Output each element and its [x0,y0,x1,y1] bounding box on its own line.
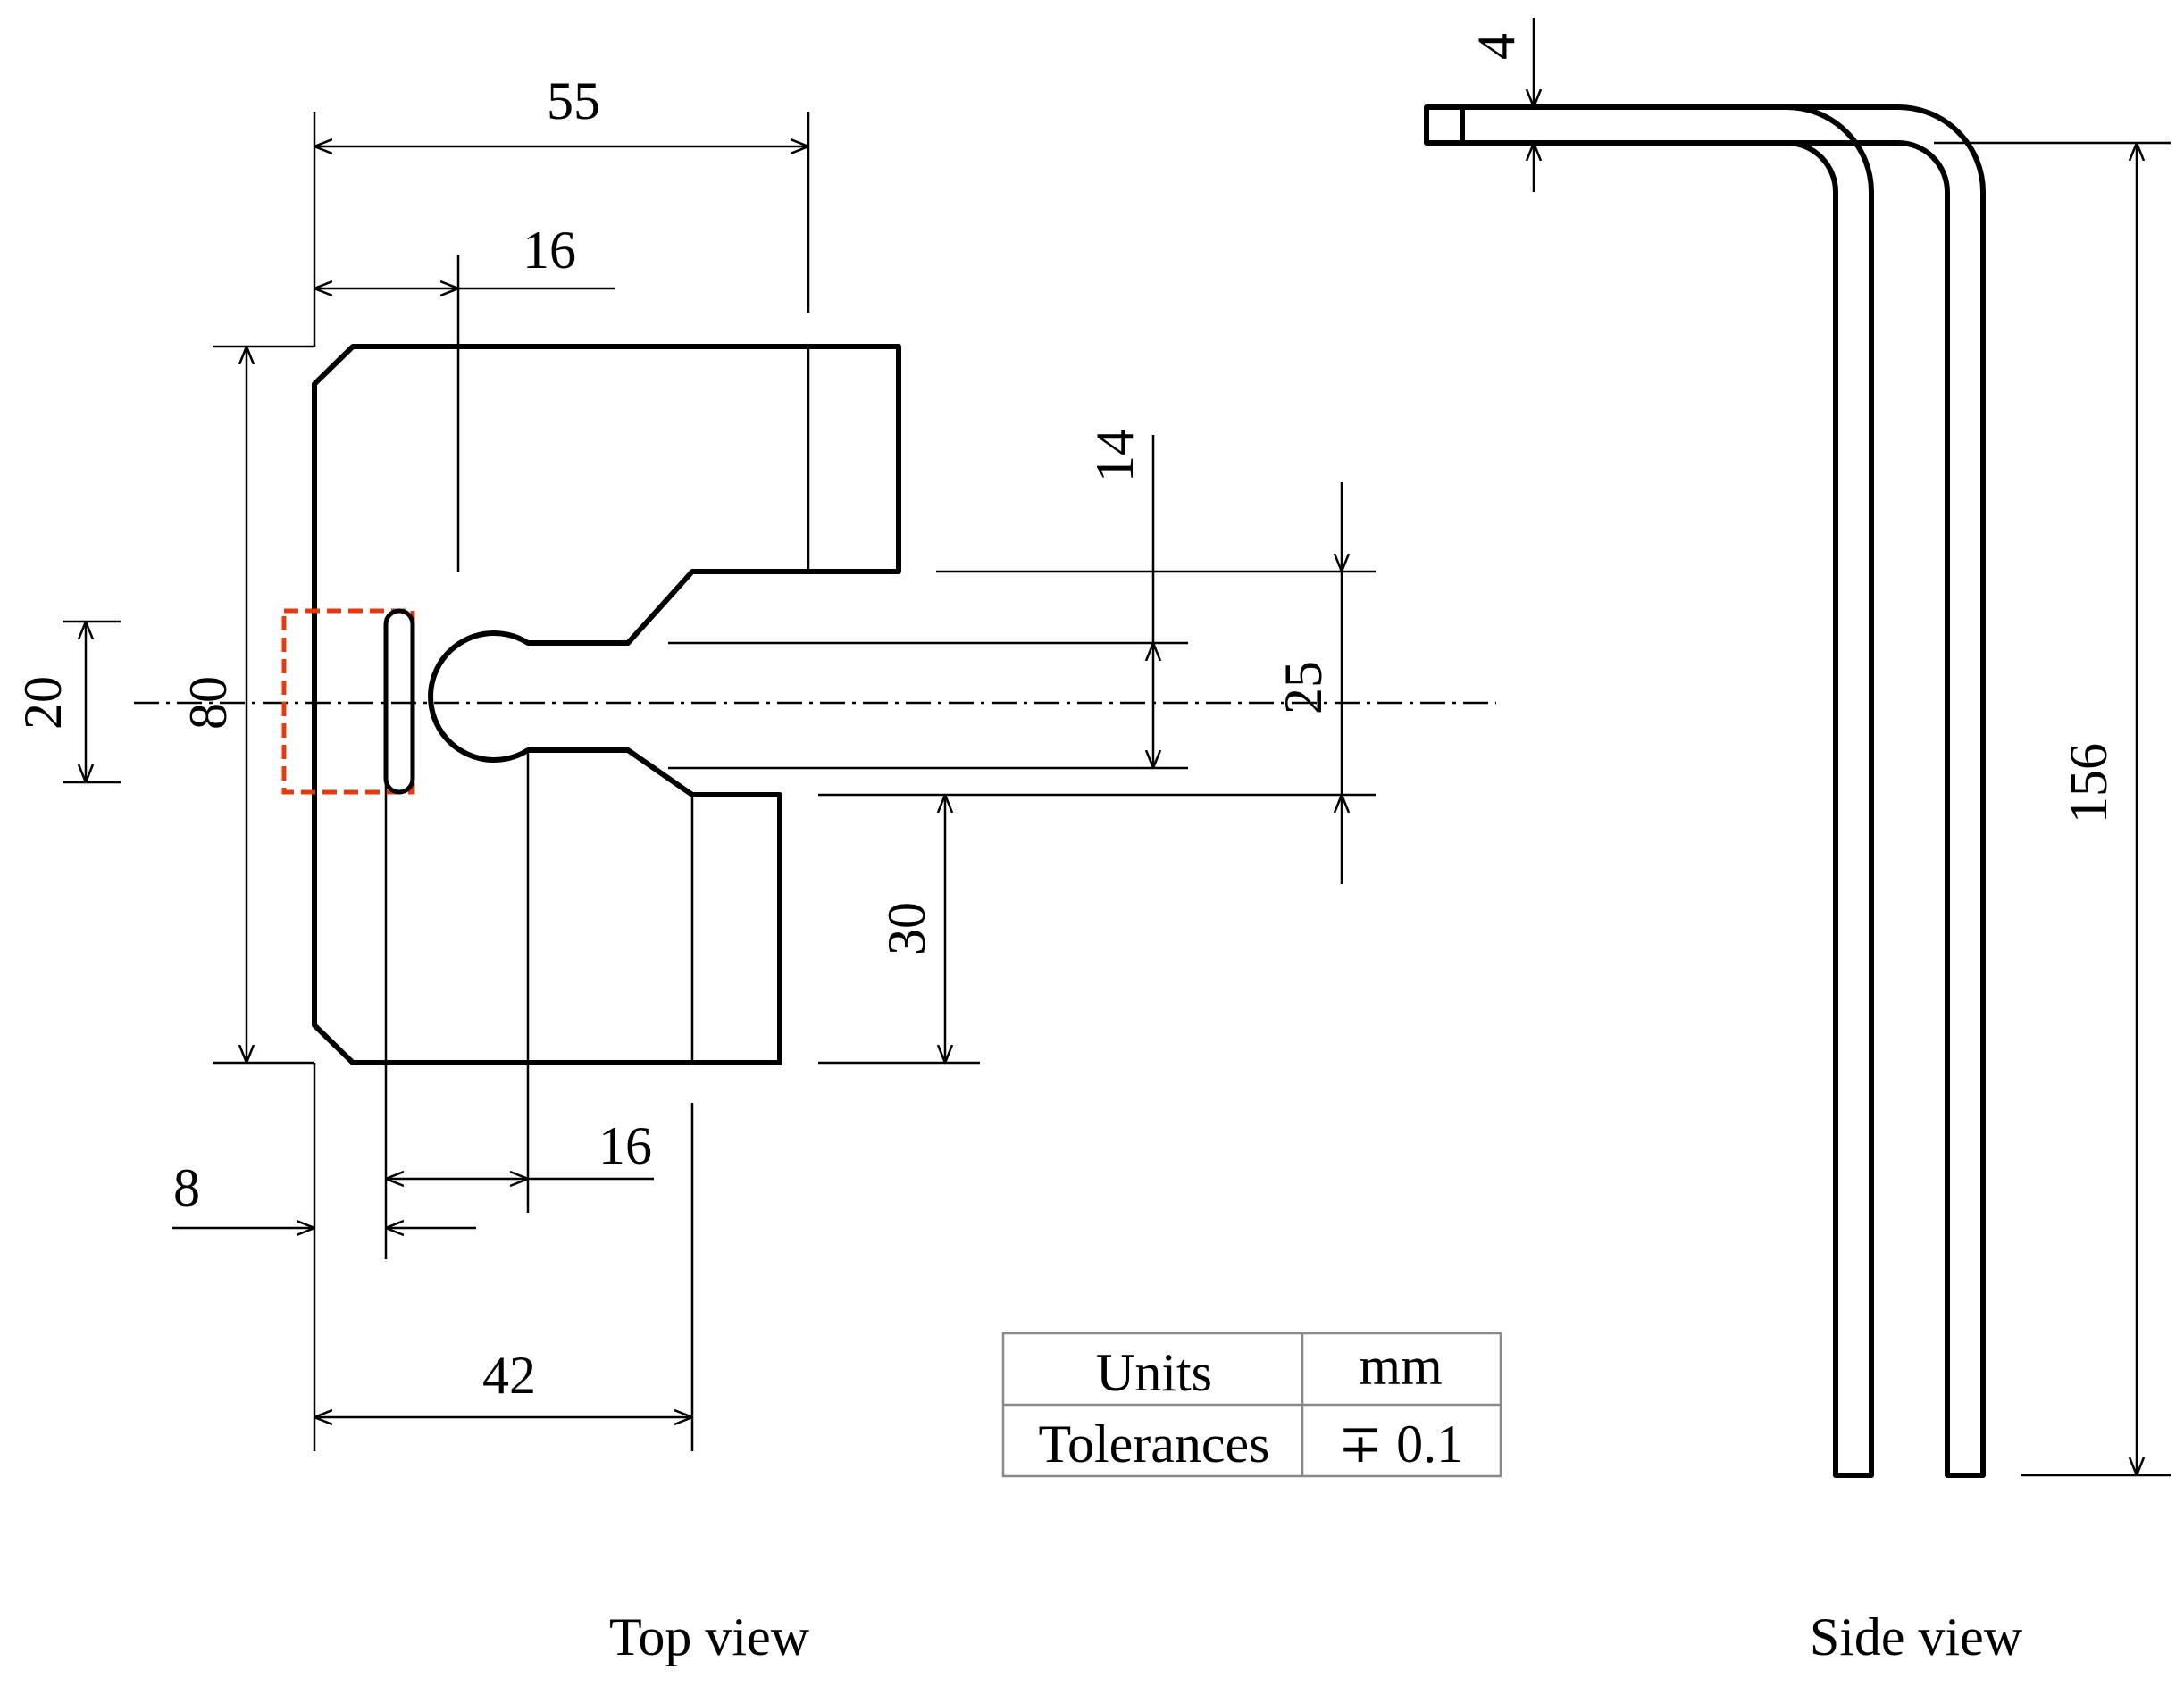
slot-end [383,608,415,795]
tolerances-label: Tolerances [1039,1415,1270,1474]
dim-slot-offset-top: 16 [523,221,576,280]
dim-height: 80 [179,676,238,730]
dim-bottom-width: 42 [482,1346,536,1405]
dim-lower-arm: 30 [877,902,936,956]
dim-left-inset: 8 [173,1158,200,1217]
dim-center-band: 20 [13,676,72,730]
spec-table: Units mm Tolerances ∓ 0.1 [1001,1332,1502,1478]
dim-opening: 25 [1274,661,1333,714]
top-view: 55 16 80 20 14 25 30 [13,71,1496,1666]
dim-top-width: 55 [547,71,600,130]
highlight-box [281,608,415,795]
caption-top-view: Top view [609,1607,810,1666]
side-outline-outer [1424,104,1986,1478]
dim-length: 156 [2059,743,2118,823]
units-value: mm [1359,1337,1442,1396]
dim-slot-offset-bottom: 16 [598,1116,652,1175]
side-outline-inner [1483,104,1874,1478]
caption-side-view: Side view [1810,1607,2023,1666]
side-view: 4 156 Side view [1424,18,2171,1666]
dim-thickness: 4 [1467,33,1526,60]
tolerances-value: ∓ 0.1 [1338,1415,1463,1474]
dim-slot-width: 14 [1085,429,1144,482]
part-outline [312,344,901,1065]
units-label: Units [1096,1343,1212,1402]
